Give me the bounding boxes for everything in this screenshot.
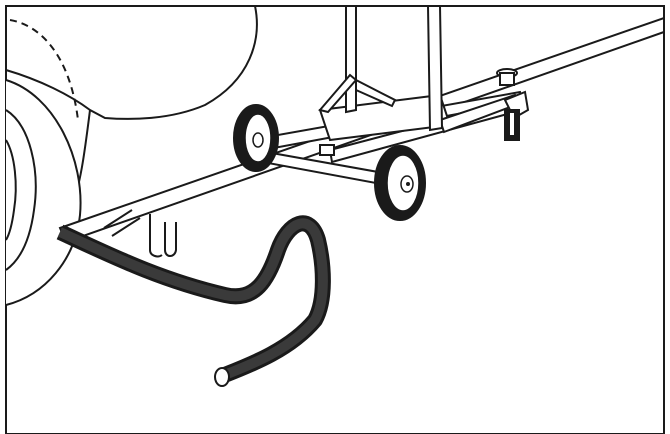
hook bbox=[103, 209, 177, 258]
bent-tube bbox=[56, 215, 331, 387]
vehicle-tire bbox=[5, 79, 82, 306]
tube-end bbox=[214, 367, 230, 387]
dolly-wheel-front bbox=[374, 145, 426, 221]
dolly-wheel-rear bbox=[233, 104, 279, 172]
upright-post bbox=[318, 5, 444, 132]
caster-jack bbox=[496, 68, 530, 141]
